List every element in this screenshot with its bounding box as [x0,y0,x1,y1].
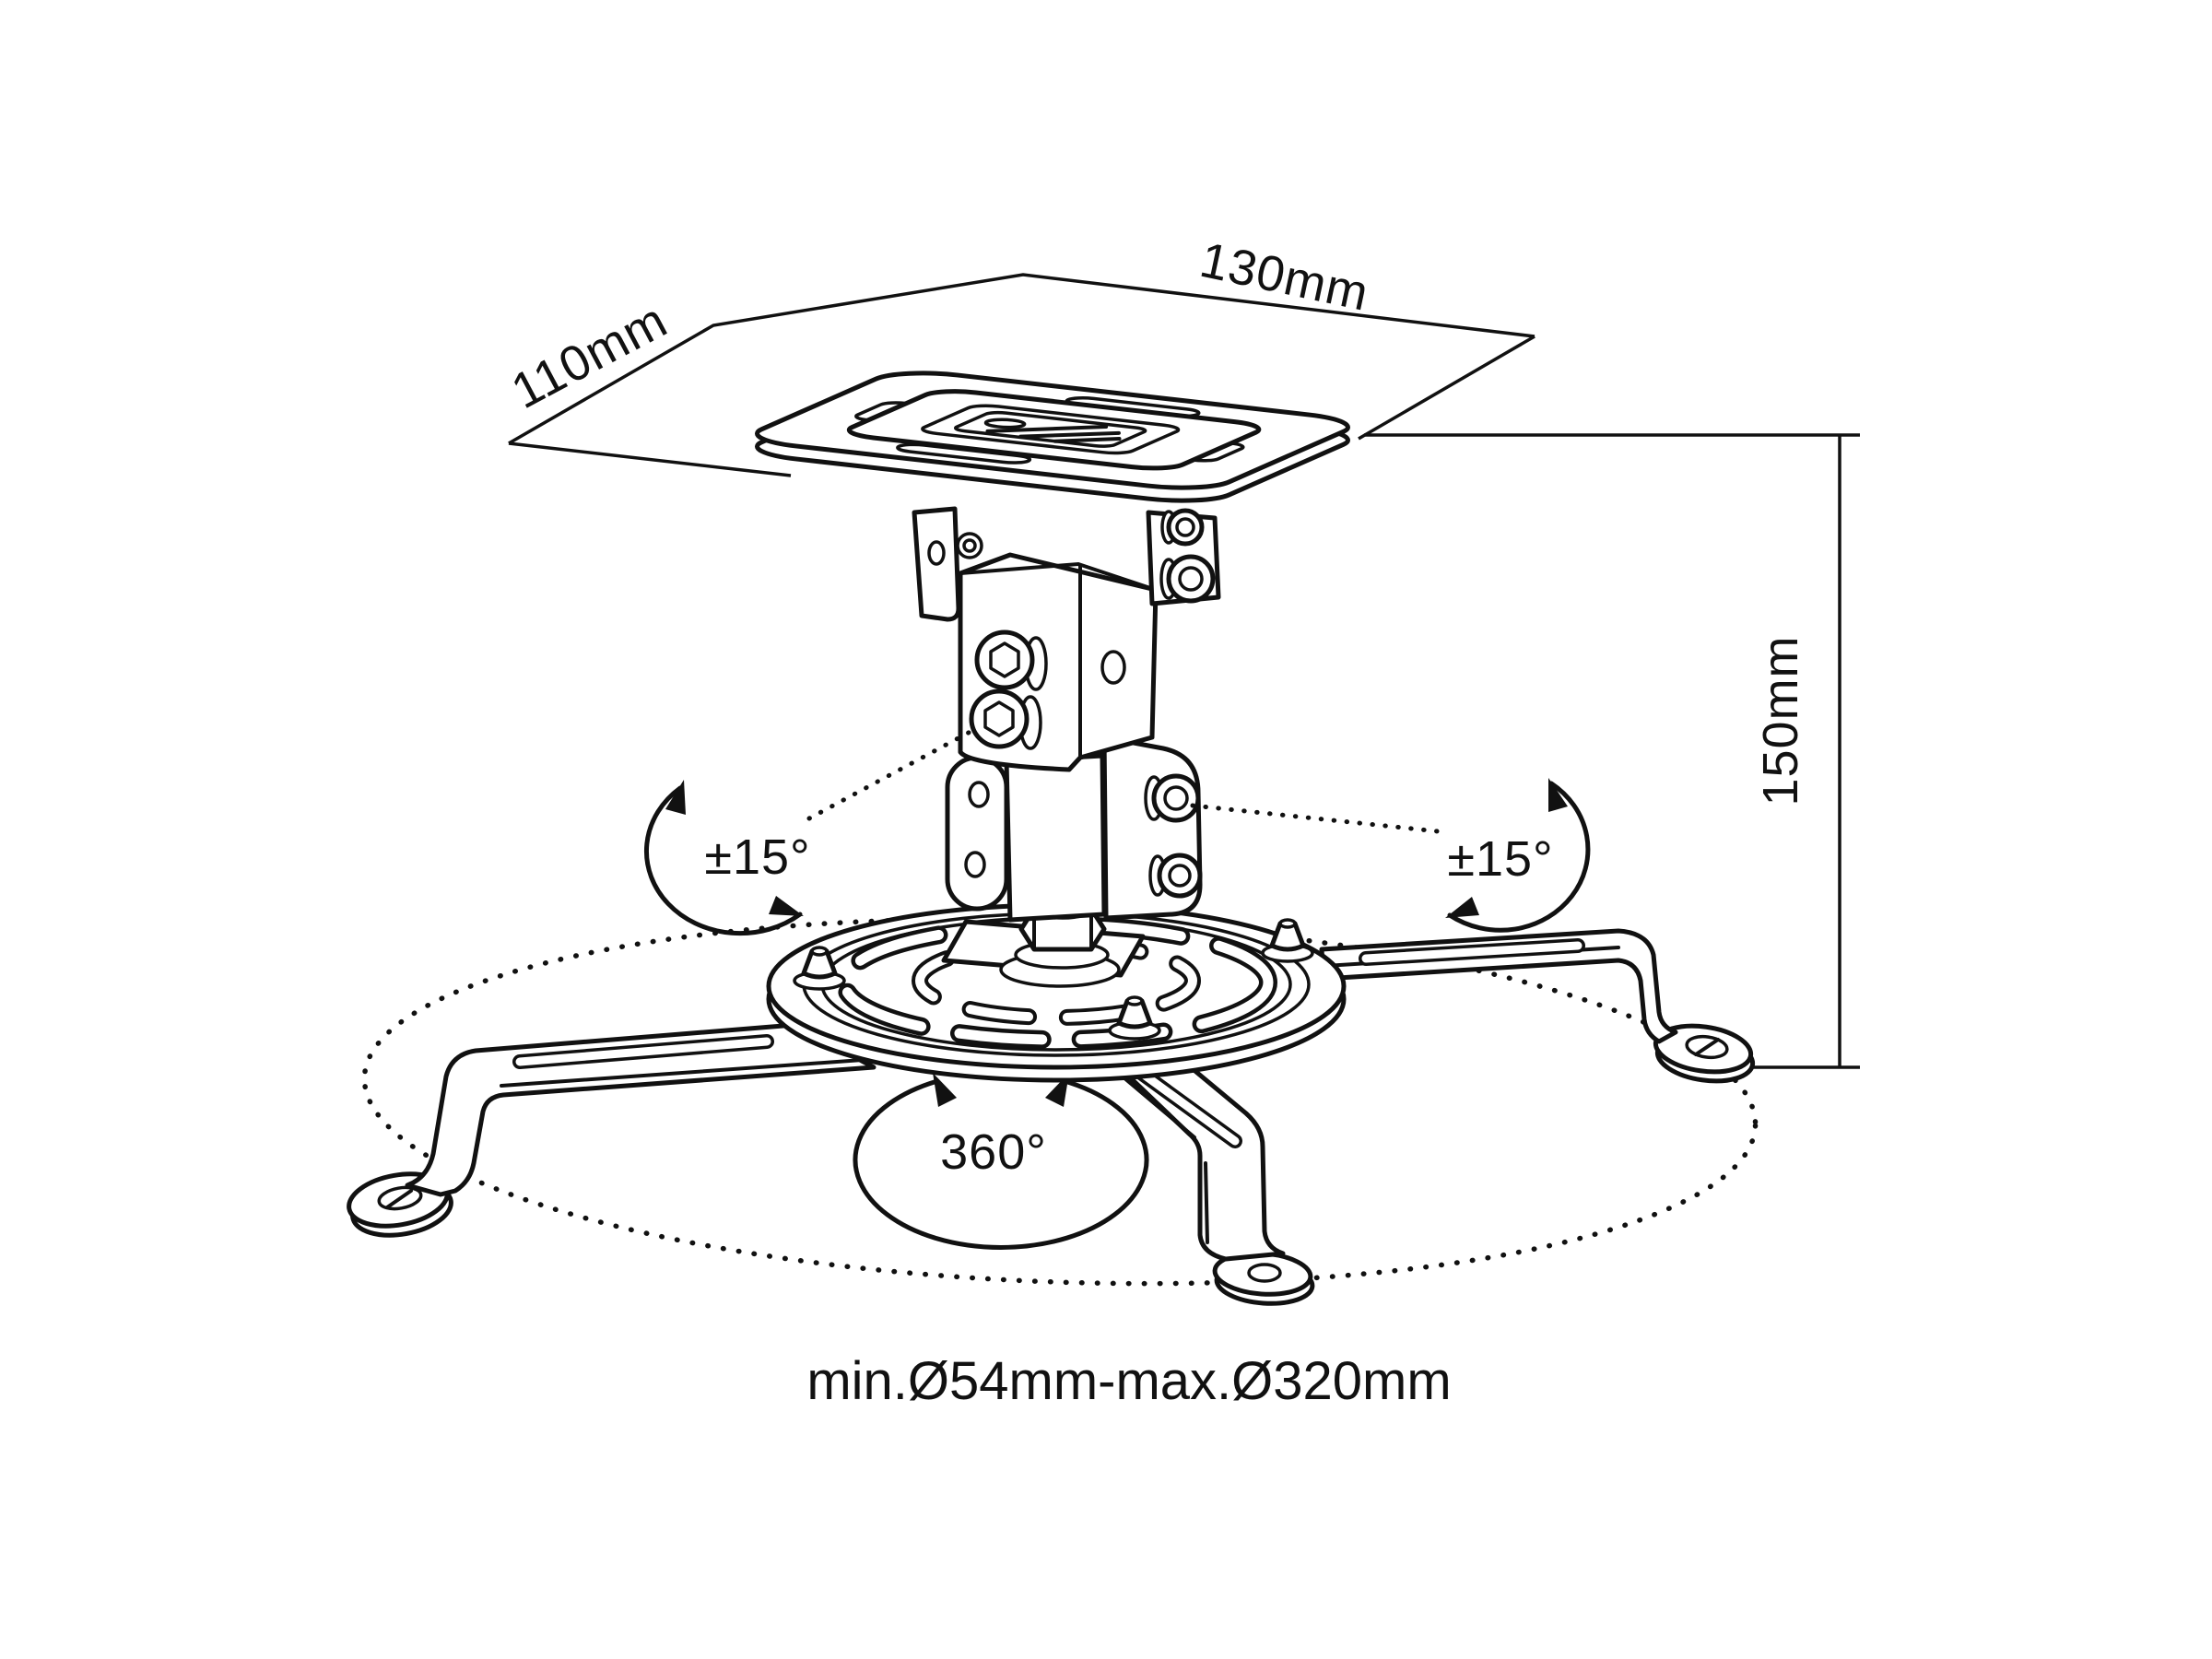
plate-boss-screw [980,418,1030,429]
standoff-left-tip [810,946,829,957]
left-foot-hole-detail [385,1189,413,1209]
pivot-bar [945,755,1009,912]
lower-screw-right-socket [1168,864,1192,888]
slot-ring-inner-fill [915,939,1197,1022]
tilt-right-leader [1190,803,1441,834]
dimension-extension-left [508,441,792,477]
dimension-plane [508,273,1535,477]
tilt-arc-right [1447,781,1591,933]
standoff-front [1108,995,1161,1041]
tilt-screw-lower-hex [983,700,1015,737]
right-arm-slot-inner [1361,941,1583,963]
rotation-arrowhead-left-icon [933,1073,957,1107]
tilt-annotation-right [1190,778,1591,933]
lower-center-face [1004,753,1107,923]
tilt-left-arrowhead-bottom-icon [769,896,804,916]
top-screw-lower-socket [1178,566,1204,592]
neck-flange-hole [927,540,946,566]
label-diameter-range: min.Ø54mm-max.Ø320mm [806,1351,1451,1411]
standoff-front-tip [1125,995,1144,1006]
standoff-right-tip [1278,918,1297,929]
tilt-screw-upper-hex [989,641,1020,678]
label-plate-depth: 110mm [503,292,677,419]
standoff-left [793,946,846,991]
bracket-column [912,506,1221,988]
pivot-bar-hole-top [968,781,990,808]
label-plate-width: 130mm [1195,232,1373,322]
support-arms [347,928,1756,1306]
tilt-annotation-left [644,725,980,936]
upper-box-edges [959,561,1158,759]
front-arm-body [1068,1011,1286,1262]
dimension-plane-outline [508,273,1535,445]
label-rotation: 360° [940,1124,1047,1180]
tilt-screw-right-socket [1163,785,1189,811]
neck-screw-socket [962,538,977,553]
top-screw-upper-socket [1175,517,1195,537]
left-arm-slot-inner [515,1037,771,1066]
ceiling-plate [738,369,1367,505]
front-arm-slot-inner [1129,1063,1240,1146]
ceiling-plate-top [738,369,1367,492]
rotation-sweep-ellipse [361,916,1759,1287]
tilt-right-arrowhead-bottom-icon [1445,897,1479,918]
right-foot-hole-detail [1694,1038,1720,1056]
front-foot-hole [1247,1263,1282,1283]
label-tilt-right: ±15° [1447,831,1553,887]
plate-boss-hatching [983,417,1138,446]
tilt-left-arrowhead-top-icon [665,780,686,815]
pivot-bar-hole-bottom [964,851,986,878]
left-arm-fold-line [500,1058,865,1088]
tilt-right-arrowhead-top-icon [1548,778,1568,812]
rotation-arc [853,1078,1149,1250]
dimension-extension-right [1358,335,1535,441]
label-mount-height: 150mm [1753,635,1808,806]
height-dimension [1364,433,1860,1069]
front-arm-crease [1204,1161,1209,1244]
support-arm-right [1319,928,1756,1084]
upper-box-side-hole [1100,650,1126,685]
standoff-right [1261,918,1314,963]
tilt-arc-left [644,785,803,936]
support-arm-left [347,1022,877,1238]
label-tilt-left: ±15° [704,830,810,885]
